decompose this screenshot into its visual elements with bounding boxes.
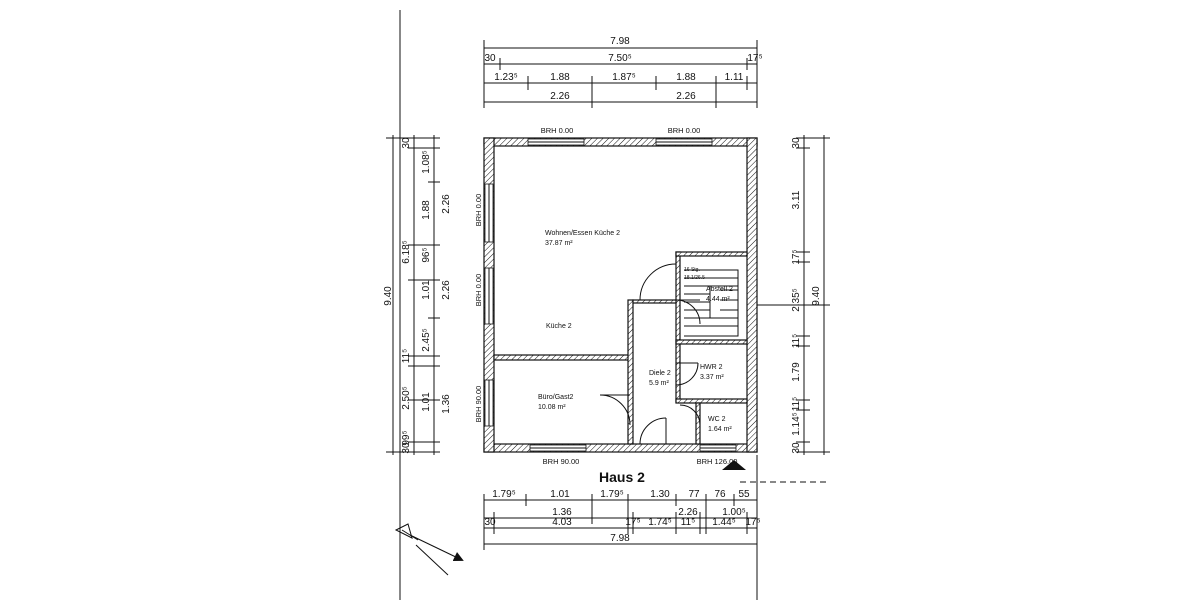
dim-bottom-r3-b: 4.03 xyxy=(552,517,572,528)
stair-ratio: 18.1/26.5 xyxy=(684,275,705,281)
dim-top-r2-b: 7.50⁵ xyxy=(608,53,632,64)
dim-bottom-r3-c: 17⁵ xyxy=(625,517,640,528)
room-office-area: 10.08 m² xyxy=(538,404,566,411)
dim-right-h: 1.14⁵ xyxy=(791,412,802,436)
dim-top-r4-b: 2.26 xyxy=(676,91,696,102)
dim-bottom-overall: 7.98 xyxy=(610,533,630,544)
dim-left-r3-a: 1.01 xyxy=(421,280,432,300)
room-living-name: Wohnen/Essen Küche 2 xyxy=(545,230,620,237)
room-living-area: 37.87 m² xyxy=(545,240,573,247)
dim-top-r3-b: 1.88 xyxy=(550,72,570,83)
brh-left-mid: BRH 0.00 xyxy=(474,274,483,307)
door-swing-entry xyxy=(639,417,667,445)
dim-bottom-r1-c: 1.79⁵ xyxy=(600,489,624,500)
dim-bottom-r2-b: 2.26 xyxy=(678,507,698,518)
dim-left-overall: 9.40 xyxy=(383,286,394,306)
dim-bottom-r3-d: 1.74⁵ xyxy=(648,517,672,528)
dim-left-r2-d: 99⁵ xyxy=(401,430,412,445)
dim-top-r3-c: 1.87⁵ xyxy=(612,72,636,83)
dim-right-overall: 9.40 xyxy=(811,286,822,306)
dim-left-r4-d: 2.26 xyxy=(441,280,452,300)
plan-title: Haus 2 xyxy=(599,469,645,485)
dim-bottom-r1-f: 76 xyxy=(714,489,726,500)
dim-bottom-r2-c: 1.00⁵ xyxy=(722,507,746,518)
room-wc-area: 1.64 m² xyxy=(708,426,732,433)
dim-bottom-r1-b: 1.01 xyxy=(550,489,570,500)
brh-top-left: BRH 0.00 xyxy=(541,126,574,135)
brh-left-top: BRH 0.00 xyxy=(474,194,483,227)
brh-bottom-left: BRH 90.00 xyxy=(543,457,580,466)
room-labels: Wohnen/Essen Küche 2 37.87 m² Küche 2 Bü… xyxy=(538,230,733,433)
dim-bottom-r1-e: 77 xyxy=(688,489,700,500)
door-swing-living xyxy=(639,263,677,301)
dim-bottom-r3-f: 1.44⁵ xyxy=(712,517,736,528)
room-storage-name: Abstell 2 xyxy=(706,286,733,293)
dim-left-r3-c: 2.45⁵ xyxy=(421,328,432,352)
dim-left-r4-f: 30 xyxy=(401,137,412,149)
dim-bottom-r2-a: 1.36 xyxy=(552,507,572,518)
dim-right-c: 17⁵ xyxy=(791,249,802,264)
stair-steps: 16 Stg. xyxy=(684,267,700,273)
dim-left-r3-b: 96⁵ xyxy=(421,247,432,262)
door-swing-hwr xyxy=(675,362,699,386)
brh-left-bottom: BRH 90.00 xyxy=(474,386,483,423)
dim-bottom-r3-g: 17⁵ xyxy=(745,517,760,528)
room-wc-name: WC 2 xyxy=(708,416,726,423)
building xyxy=(483,137,758,470)
brh-labels: BRH 0.00 BRH 0.00 BRH 0.00 BRH 0.00 BRH … xyxy=(474,126,737,466)
room-kitchen-name: Küche 2 xyxy=(546,323,572,330)
room-hwr-name: HWR 2 xyxy=(700,364,723,371)
dim-top-r2-a: 30 xyxy=(484,53,496,64)
dim-bottom-r3-e: 11⁵ xyxy=(681,517,696,528)
dim-left-r2-a: 6.18⁵ xyxy=(401,240,412,264)
room-office-name: Büro/Gast2 xyxy=(538,394,574,401)
dim-top-r3-a: 1.23⁵ xyxy=(494,72,518,83)
top-dimension-chain: 7.98 30 7.50⁵ 17⁵ 1.23⁵ 1.88 1.87⁵ 1.88 … xyxy=(483,36,763,108)
dim-top-r3-e: 1.11 xyxy=(725,72,744,83)
room-hall-name: Diele 2 xyxy=(649,370,671,377)
dim-right-a: 30 xyxy=(791,137,802,149)
dim-left-r2-b: 11⁵ xyxy=(401,349,412,364)
entrance-marker xyxy=(722,460,746,470)
door-swing-wc xyxy=(679,404,701,426)
north-arrow-icon xyxy=(394,523,464,576)
dim-right-e: 11⁵ xyxy=(791,334,802,349)
brh-bottom-right: BRH 126.00 xyxy=(697,457,738,466)
dim-bottom-r1-g: 55 xyxy=(738,489,750,500)
dim-left-r4-b: 1.88 xyxy=(421,200,432,220)
room-hall-area: 5.9 m² xyxy=(649,380,670,387)
dim-top-overall: 7.98 xyxy=(610,36,630,47)
stair xyxy=(684,269,739,337)
right-dimension-chain: 9.40 30 3.11 17⁵ 2.35⁵ 11⁵ 1.79 11⁵ 1.14… xyxy=(752,135,830,455)
bottom-dimension-chain: 1.79⁵ 1.01 1.79⁵ 1.30 77 76 55 1.36 2.26… xyxy=(483,489,761,550)
dim-bottom-r3-a: 30 xyxy=(484,517,496,528)
dim-right-f: 1.79 xyxy=(791,362,802,382)
door-swing-office xyxy=(599,394,631,426)
dim-right-g: 11⁵ xyxy=(791,397,802,412)
dim-top-r3-d: 1.88 xyxy=(676,72,696,83)
dim-left-r4-g: 30 xyxy=(401,442,412,454)
dim-left-r4-e: 1.36 xyxy=(441,394,452,414)
dim-left-r3-d: 1.01 xyxy=(421,392,432,412)
dim-right-b: 3.11 xyxy=(791,190,802,209)
room-hwr-area: 3.37 m² xyxy=(700,374,724,381)
brh-top-right: BRH 0.00 xyxy=(668,126,701,135)
dim-bottom-r1-a: 1.79⁵ xyxy=(492,489,516,500)
left-dimension-chain: 9.40 6.18⁵ 11⁵ 2.50⁵ 99⁵ 1.01 96⁵ 2.45⁵ … xyxy=(383,10,452,600)
dim-right-i: 30 xyxy=(791,442,802,454)
dim-left-r4-a: 1.08⁵ xyxy=(421,150,432,174)
dim-bottom-r1-d: 1.30 xyxy=(650,489,670,500)
dim-top-r4-a: 2.26 xyxy=(550,91,570,102)
dim-right-d: 2.35⁵ xyxy=(791,288,802,312)
dim-top-r2-c: 17⁵ xyxy=(747,53,762,64)
room-storage-area: 4.44 m² xyxy=(706,296,730,303)
dim-left-r2-c: 2.50⁵ xyxy=(401,386,412,410)
dim-left-r4-c: 2.26 xyxy=(441,194,452,214)
